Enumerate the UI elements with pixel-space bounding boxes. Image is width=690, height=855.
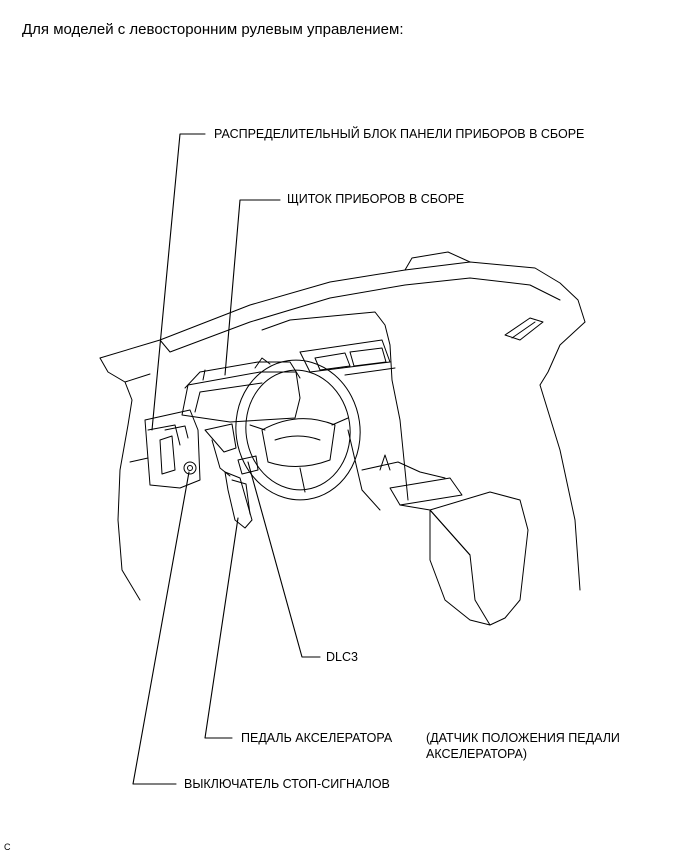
leader-dlc3 [247,461,321,658]
leader-junction-block [151,133,206,431]
label-accel-sensor-line2: АКСЕЛЕРАТОРА) [426,747,528,761]
label-accel-sensor-line1: (ДАТЧИК ПОЛОЖЕНИЯ ПЕДАЛИ [426,731,620,745]
leader-combination-meter [224,199,281,376]
label-junction-block: РАСПРЕДЕЛИТЕЛЬНЫЙ БЛОК ПАНЕЛИ ПРИБОРОВ В… [214,127,585,141]
label-dlc3: DLC3 [326,650,358,664]
label-stop-switch: ВЫКЛЮЧАТЕЛЬ СТОП-СИГНАЛОВ [184,777,390,791]
label-combination-meter: ЩИТОК ПРИБОРОВ В СБОРЕ [287,192,465,206]
center-console [261,311,529,626]
leader-stop-switch [132,471,190,785]
junction-block-drawing [129,409,201,489]
figure-id: C [4,842,11,852]
combination-meter-drawing [181,357,301,423]
stop-switch-drawing [183,461,197,475]
accelerator-pedal-drawing [204,423,259,529]
leader-accelerator-pedal [204,517,239,739]
page-heading: Для моделей с левосторонним рулевым упра… [22,21,404,38]
label-accelerator-pedal: ПЕДАЛЬ АКСЕЛЕРАТОРА [241,731,393,745]
dashboard-outline [99,251,586,601]
steering-wheel [235,359,361,501]
leader-lines [132,133,321,785]
